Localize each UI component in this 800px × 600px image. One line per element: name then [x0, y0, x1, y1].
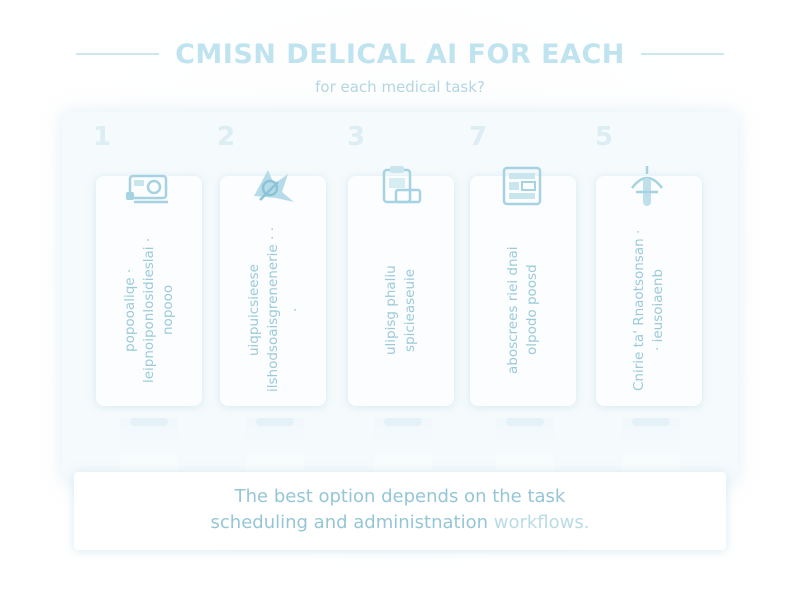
title-row: CMISN DELICAL AI FOR EACH [76, 36, 724, 72]
step-number-1: 1 [92, 122, 112, 152]
note-line-2: scheduling and administnation workflows. [74, 510, 726, 536]
card-description-1: popooaliqe · leipnoiponlosidieslai · nop… [96, 226, 202, 394]
card-pedestal [622, 418, 680, 470]
summary-note: The best option depends on the task sche… [74, 472, 726, 550]
card-text: ulipisg phaliu spicieaseuie [383, 265, 418, 355]
ai-brain-icon [248, 162, 298, 212]
card-text: uiqpuicsieese ilshodsoaisgrenenerie · · … [245, 227, 300, 393]
option-card-3[interactable] [348, 176, 454, 406]
note-line-2-main: scheduling and administnation [210, 512, 489, 533]
note-line-2-muted: workflows. [488, 512, 590, 533]
page-title: CMISN DELICAL AI FOR EACH [175, 38, 625, 70]
option-card-1[interactable] [96, 176, 202, 406]
clipboard-icon [376, 162, 426, 212]
card-description-5: Cnirie ta' Rnaotsonsan · · ieusoiaenb [596, 226, 702, 394]
robot-arm-icon [622, 162, 672, 212]
card-pedestal [496, 418, 554, 470]
data-server-icon [498, 162, 548, 212]
step-number-4: 7 [468, 122, 488, 152]
step-number-2: 2 [216, 122, 236, 152]
card-text: aboscrees riei dnai olpodo poosd [505, 246, 540, 374]
note-line-1: The best option depends on the task [234, 486, 566, 507]
card-pedestal [246, 418, 304, 470]
option-card-5[interactable] [596, 176, 702, 406]
page-subtitle: for each medical task? [315, 78, 485, 96]
card-description-3: ulipisg phaliu spicieaseuie [348, 226, 454, 394]
step-number-5: 5 [594, 122, 614, 152]
card-text: Cnirie ta' Rnaotsonsan · · ieusoiaenb [631, 229, 666, 391]
card-pedestal [374, 418, 432, 470]
option-card-2[interactable] [220, 176, 326, 406]
title-rule-left [76, 53, 160, 55]
step-number-3: 3 [346, 122, 366, 152]
option-card-4[interactable] [470, 176, 576, 406]
card-pedestal [120, 418, 178, 470]
card-description-2: uiqpuicsieese ilshodsoaisgrenenerie · · … [220, 226, 326, 394]
medical-monitor-icon [124, 162, 174, 212]
card-description-4: aboscrees riei dnai olpodo poosd [470, 226, 576, 394]
title-rule-right [640, 53, 724, 55]
card-text: popooaliqe · leipnoiponlosidieslai · nop… [121, 237, 176, 383]
